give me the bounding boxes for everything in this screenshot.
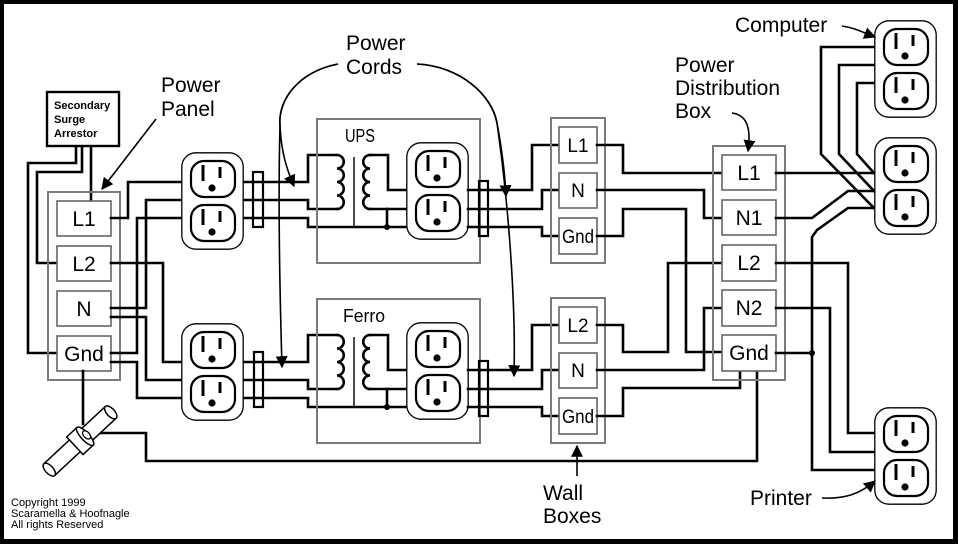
cord-clamp-lower-input: [252, 350, 265, 409]
pdb-terminal-l2-label: L2: [737, 252, 760, 275]
panel-terminal-gnd: Gnd: [56, 335, 112, 372]
surge-arrestor-label-line3: Arrestor: [54, 128, 98, 140]
panel-terminal-l1: L1: [56, 200, 112, 237]
cord-clamp-ups-output: [477, 179, 490, 238]
wire-panel-n-to-outlet2: [109, 315, 184, 382]
power-panel-label-line1: Power: [161, 74, 221, 97]
panel-terminal-l1-label: L1: [72, 208, 95, 231]
panel-terminal-gnd-label: Gnd: [64, 343, 104, 366]
ferro-secondary-coil-icon: [361, 333, 372, 391]
wire-computer-neutral-jumper: [837, 63, 876, 193]
wire-cord-ups-line: [242, 153, 339, 184]
copyright-line3: All rights Reserved: [11, 519, 103, 531]
wire-ferro-out-line: [466, 323, 561, 372]
pdb-label-line1: Power: [675, 54, 735, 77]
wire-panel-gnd-to-outlet2: [109, 360, 184, 400]
wire-arrestor-to-panel-l2: [35, 145, 84, 265]
ferro-label: Ferro: [343, 306, 385, 326]
computer-outlet: [875, 21, 936, 117]
power-cords-pointer-ferro-output: [416, 63, 521, 378]
wire-ups-secondary-line: [368, 153, 408, 192]
wire-ferro-secondary-line: [368, 333, 408, 372]
wire-panel-n-to-outlet1: [109, 198, 184, 310]
panel-terminal-n-label: N: [76, 298, 91, 321]
wall-box-lower: L2 N Gnd: [550, 297, 606, 444]
surge-arrestor-label-line2: Surge: [54, 114, 85, 126]
printer-outlet: [875, 408, 936, 504]
outlet-upper-input: [182, 153, 243, 249]
ground-rod-icon: [42, 405, 118, 477]
printer-label: Printer: [750, 487, 812, 510]
wall-boxes-label-line2: Boxes: [543, 505, 601, 528]
wire-ground-rod-to-pdb-gnd: [95, 369, 759, 463]
wire-cord-ferro-neutral: [242, 378, 339, 391]
pdb-terminal-n2-label: N2: [736, 297, 763, 320]
surge-arrestor-label-line1: Secondary: [54, 100, 111, 112]
secondary-surge-arrestor: Secondary Surge Arrestor: [45, 90, 121, 148]
wall-box-lower-n-label: N: [571, 361, 585, 382]
power-cords-label-line1: Power: [346, 32, 406, 55]
wall-box-lower-l2-label: L2: [567, 316, 588, 337]
wire-panel-l1-to-outlet1: [109, 180, 184, 220]
wall-box-upper-n-label: N: [571, 181, 585, 202]
ups-output-outlet: [407, 143, 468, 239]
computer-pointer-arrow: [841, 25, 877, 39]
panel-terminal-l2: L2: [56, 245, 112, 282]
outlet-lower-input: [182, 324, 243, 420]
wall-box-upper-gnd-label: Gnd: [562, 227, 594, 248]
ups-label: UPS: [345, 126, 375, 146]
wire-cord-ups-ground: [242, 216, 408, 229]
wire-panel-l2-to-outlet2: [109, 261, 184, 364]
pdb-label-line3: Box: [675, 100, 712, 123]
wall-boxes-label-line1: Wall: [543, 482, 583, 505]
ups-unit: UPS: [316, 118, 481, 264]
wire-arrestor-to-panel-gnd: [26, 145, 78, 355]
computer-feed-outlet: [875, 138, 936, 234]
wire-panel-gnd-to-outlet1: [109, 216, 184, 355]
wire-ground-bus: [810, 206, 876, 472]
copyright-line1: Copyright 1999: [11, 497, 86, 509]
power-panel-pointer-arrow: [101, 118, 157, 190]
printer-pointer-arrow: [821, 480, 876, 499]
pdb-terminal-l1-label: L1: [737, 162, 760, 185]
wire-pdb-l2-to-printer: [774, 261, 876, 435]
ferro-junction-dot: [384, 404, 390, 410]
pdb-terminal-n1-label: N1: [736, 207, 763, 230]
ferro-output-outlet: [407, 323, 468, 419]
wall-box-lower-gnd-label: Gnd: [562, 407, 594, 428]
power-distribution-box: L1 N1 L2 N2 Gnd: [712, 145, 786, 381]
pdb-terminal-gnd-label: Gnd: [729, 342, 769, 365]
wire-cord-ups-neutral: [242, 198, 339, 211]
wire-pdb-n2-to-printer: [774, 306, 876, 454]
computer-label: Computer: [735, 14, 827, 37]
ups-primary-coil-icon: [335, 153, 346, 211]
wire-wall-gnd-to-pdb-gnd: [595, 207, 724, 354]
power-panel: L1 L2 N Gnd: [47, 191, 121, 381]
copyright-line2: Scaramella & Hoofnagle: [11, 508, 130, 520]
panel-terminal-n: N: [56, 290, 112, 327]
wire-cord-ferro-ground: [242, 396, 408, 409]
wire-wall-gnd2-to-pdb-gnd: [595, 369, 742, 418]
wire-pdb-n1-to-computer: [774, 189, 876, 220]
wire-computer-line-jumper: [855, 81, 876, 175]
ferro-primary-coil-icon: [335, 333, 346, 391]
power-panel-label-line2: Panel: [161, 98, 215, 121]
pdb-ground-junction-dot: [809, 350, 815, 356]
panel-terminal-l2-label: L2: [72, 253, 95, 276]
wire-wall-l2-to-pdb-l2: [595, 261, 724, 354]
power-cords-pointer-ferro-input: [275, 63, 339, 369]
wire-computer-ground-jumper: [819, 45, 876, 210]
cord-clamp-ferro-output: [477, 359, 490, 418]
pdb-pointer-arrow: [731, 112, 756, 153]
ups-secondary-coil-icon: [361, 153, 372, 211]
wire-wall-l1-to-pdb-l1: [595, 143, 724, 175]
wall-box-upper-l1-label: L1: [567, 136, 588, 157]
power-cords-label-line2: Cords: [346, 56, 402, 79]
cord-clamp-upper-input: [251, 170, 265, 229]
ups-junction-dot: [384, 224, 390, 230]
pdb-label-line2: Distribution: [675, 77, 780, 100]
